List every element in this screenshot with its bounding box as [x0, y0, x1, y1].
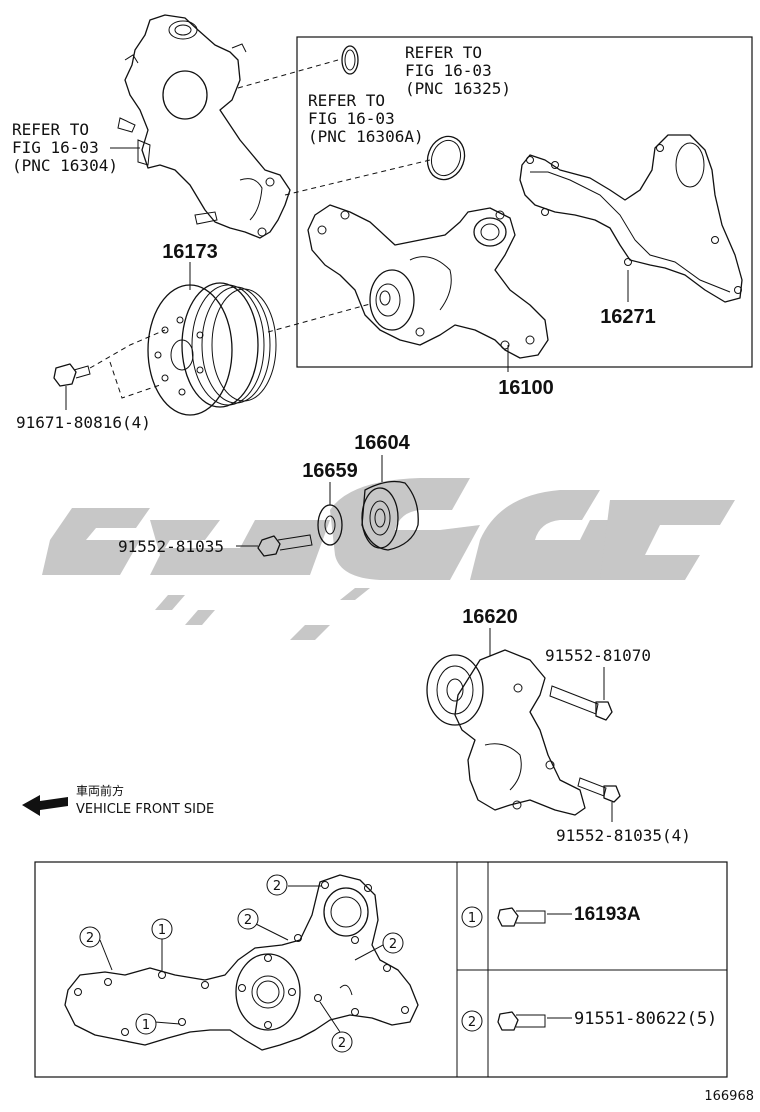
watermark-logo [42, 478, 735, 640]
callout-2: 2 [266, 874, 322, 896]
svg-text:2: 2 [244, 913, 252, 928]
belt-tensioner [426, 649, 586, 816]
refer-note-middle: REFER TO FIG 16-03 (PNC 16306A) [308, 91, 424, 146]
legend-row-1: 1 16193A [461, 904, 641, 928]
callout-1: 1 [135, 1013, 181, 1035]
svg-text:1: 1 [158, 923, 166, 938]
legend-callout-1: 1 [468, 911, 476, 926]
water-inlet-housing [117, 14, 291, 239]
o-ring-large [426, 135, 466, 181]
callout-2: 2 [354, 932, 404, 961]
legend-part-1: 16193A [574, 904, 641, 925]
refer-line-1: REFER TO [405, 43, 482, 62]
refer-line-2: FIG 16-03 [12, 138, 99, 157]
callout-1: 1 [151, 918, 173, 972]
part-number-16659: 16659 [302, 460, 358, 482]
refer-line-3: (PNC 16306A) [308, 127, 424, 146]
assembly-dash-line [284, 159, 431, 196]
flange-bolt-icon [497, 1011, 519, 1031]
part-number-16604: 16604 [354, 432, 410, 454]
front-label-jp: 車両前方 [76, 783, 124, 798]
legend-part-2: 91551-80622(5) [574, 1009, 717, 1029]
part-number-16620: 16620 [462, 606, 518, 628]
svg-text:2: 2 [338, 1036, 346, 1051]
pulley-bolt [53, 329, 166, 399]
callout-2: 2 [79, 926, 113, 971]
part-number-91671-80816: 91671-80816(4) [16, 413, 151, 432]
refer-line-1: REFER TO [308, 91, 385, 110]
part-number-91552-81035-4: 91552-81035(4) [556, 826, 691, 845]
part-number-16271: 16271 [600, 306, 656, 328]
idler-pulley [361, 480, 419, 551]
idler-bolt [257, 534, 313, 557]
water-pump-pulley [147, 282, 277, 416]
front-arrow-icon [22, 795, 68, 816]
svg-text:2: 2 [389, 937, 397, 952]
refer-note-left: REFER TO FIG 16-03 (PNC 16304) [12, 120, 118, 175]
part-number-16100: 16100 [498, 377, 554, 399]
refer-line-3: (PNC 16325) [405, 79, 511, 98]
assembly-dash-line [267, 303, 371, 333]
svg-text:2: 2 [273, 879, 281, 894]
flange-bolt-icon [497, 907, 519, 927]
refer-line-1: REFER TO [12, 120, 89, 139]
legend-row-2: 2 91551-80622(5) [461, 1009, 717, 1032]
part-number-16173: 16173 [162, 241, 218, 263]
svg-text:1: 1 [142, 1018, 150, 1033]
tensioner-bolt-short [577, 777, 621, 803]
water-pump-gasket [519, 134, 743, 303]
callout-2: 2 [319, 1001, 353, 1053]
refer-line-2: FIG 16-03 [308, 109, 395, 128]
water-pump-body [307, 204, 549, 359]
part-number-91552-81035: 91552-81035 [118, 537, 224, 556]
o-ring-small [341, 45, 359, 75]
callout-2: 2 [237, 908, 289, 941]
part-number-91552-81070: 91552-81070 [545, 646, 651, 665]
refer-note-right: REFER TO FIG 16-03 (PNC 16325) [405, 43, 511, 98]
svg-text:2: 2 [86, 931, 94, 946]
front-label-en: VEHICLE FRONT SIDE [76, 802, 214, 817]
refer-line-3: (PNC 16304) [12, 156, 118, 175]
pump-assembly-box [296, 36, 753, 368]
tensioner-bolt-long [549, 685, 613, 721]
legend-callout-2: 2 [468, 1015, 476, 1030]
figure-code: 166968 [704, 1089, 754, 1104]
vehicle-front-indicator: 車両前方 VEHICLE FRONT SIDE [22, 783, 214, 817]
bolt-location-pump-outline [64, 874, 419, 1051]
refer-line-2: FIG 16-03 [405, 61, 492, 80]
assembly-dash-line [237, 59, 339, 89]
